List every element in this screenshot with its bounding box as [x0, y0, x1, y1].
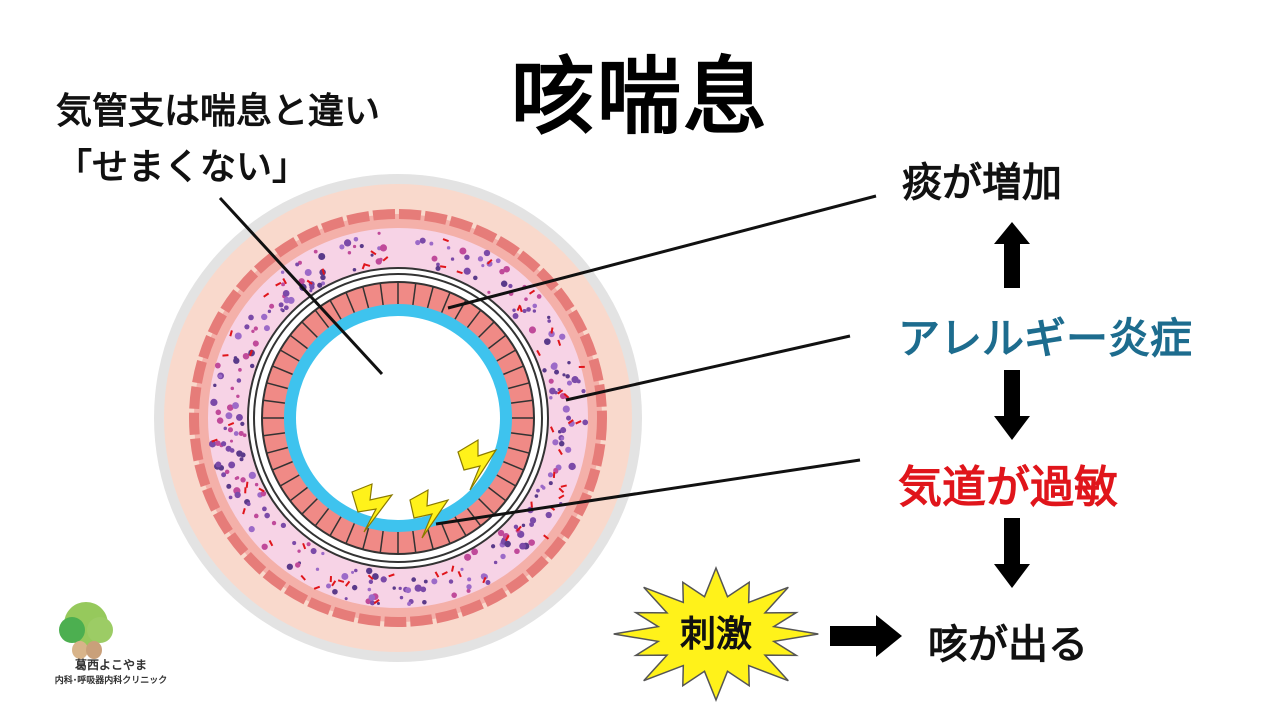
cough-label: 咳が出る [928, 622, 1088, 668]
inflammatory-cells [208, 231, 589, 606]
irritation-bolts [351, 438, 498, 539]
arrow-up-icon [994, 222, 1030, 288]
stimulus-burst [613, 565, 819, 703]
arrow-down-icon [994, 370, 1030, 440]
bronchi-note: 気管支は喘息と違い 「せまくない」 [56, 84, 380, 196]
arrow-down-icon [994, 518, 1030, 588]
lightning-bolt-icon [409, 488, 450, 539]
bronchi-note-line2: 「せまくない」 [56, 147, 309, 188]
page-title: 咳喘息 [510, 48, 769, 146]
clinic-logo: 葛西よこやま 内科･呼吸器内科クリニック [46, 596, 176, 686]
phlegm-pointer-line [447, 194, 877, 310]
bronchi-note-line1: 気管支は喘息と違い [56, 91, 381, 132]
allergy-pointer-line [565, 334, 851, 402]
hyper-pointer-line [435, 458, 861, 526]
lumen-pointer-line [218, 196, 384, 376]
arrow-right-icon [830, 615, 902, 657]
lightning-bolt-icon [351, 483, 394, 533]
phlegm-increase-label: 痰が増加 [902, 160, 1062, 206]
clinic-name: 葛西よこやま [74, 658, 147, 672]
airway-lumen [296, 316, 500, 520]
clinic-logo-icon [59, 602, 113, 659]
lightning-bolt-icon [457, 438, 498, 491]
airway-hypersensitivity-label: 気道が過敏 [898, 462, 1118, 513]
stimulus-label: 刺激 [679, 614, 752, 655]
allergic-inflammation-label: アレルギー炎症 [898, 314, 1193, 363]
clinic-subtitle: 内科･呼吸器内科クリニック [54, 676, 168, 686]
